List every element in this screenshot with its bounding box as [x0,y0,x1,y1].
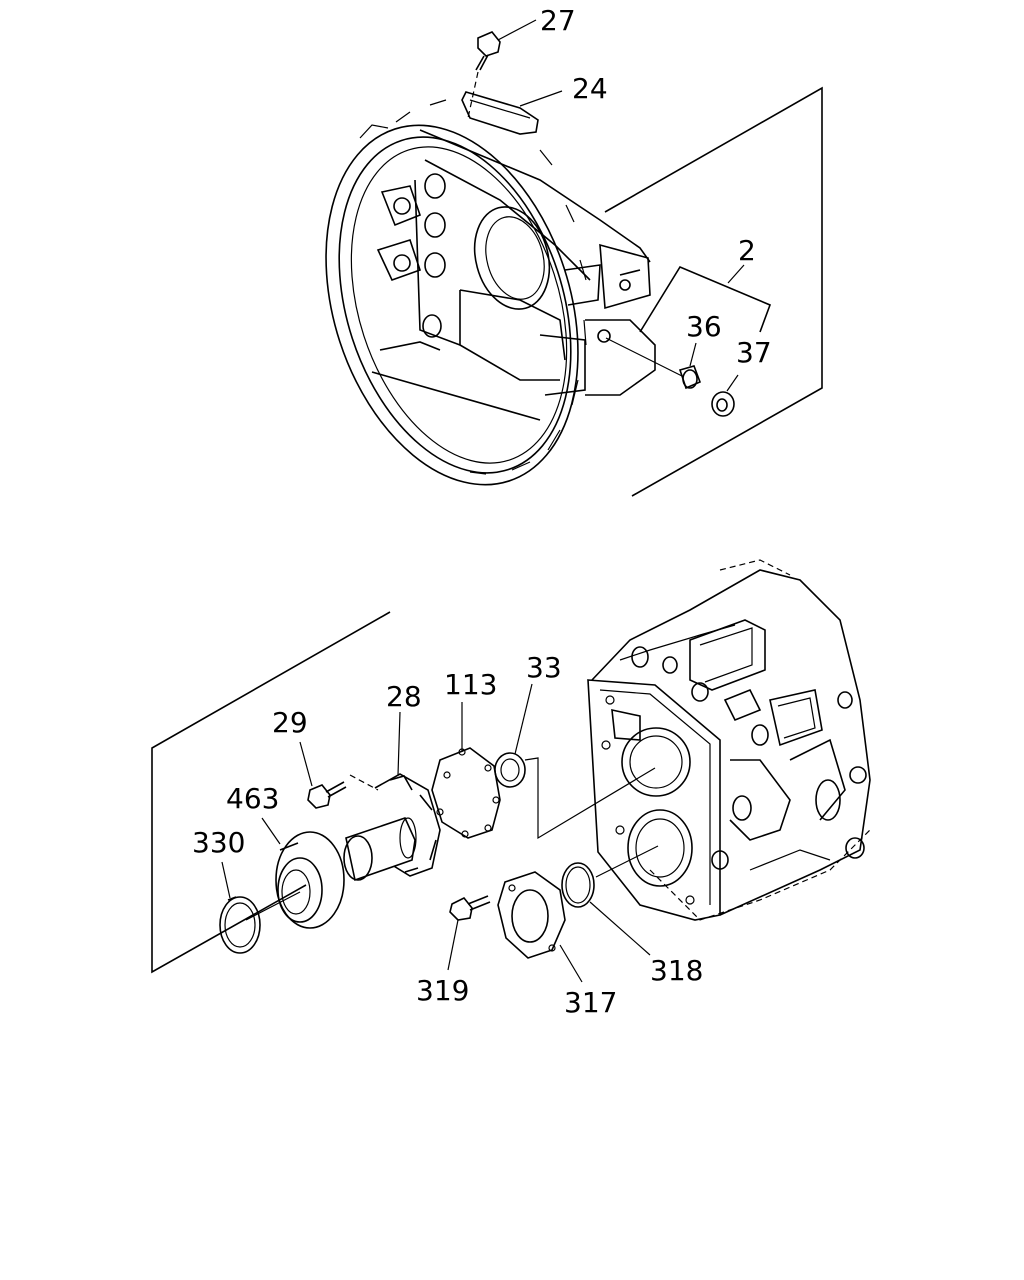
label-113: 113 [444,668,497,701]
bore-centerline-lower [595,845,659,878]
lower-bracket-frame [151,611,391,974]
leader-317 [559,944,583,983]
part-24-cover-plate [461,91,539,135]
leader-36 [689,342,697,367]
retainer-dash [349,774,379,791]
transmission-case-group [151,559,871,983]
label-2: 2 [738,234,756,267]
leader-33 [514,683,533,755]
leader-330 [221,861,231,899]
label-318: 318 [650,954,703,987]
leader-319 [447,919,459,971]
part-317-rear-cover [497,871,566,959]
leader-24 [519,90,563,107]
label-37: 37 [736,336,772,369]
label-33: 33 [526,651,562,684]
part-28-bearing-retainer [343,773,441,882]
label-319: 319 [416,974,469,1007]
clutch-housing [325,99,656,486]
leader-37 [726,374,739,392]
label-27: 27 [540,4,576,37]
part-27-bolt [467,31,501,119]
leader-318 [589,901,651,956]
part-29-bolt [307,781,347,809]
part-33-seal-ring [494,752,526,788]
part-37-nut [711,391,735,417]
housing-bracket-frame [604,86,823,497]
label-24: 24 [572,72,608,105]
leader-463 [261,817,281,845]
bore-centerline-upper [524,757,656,840]
seal-centerline [245,891,301,921]
callout-labels: 27 24 2 36 37 28 113 33 29 463 330 319 3… [192,4,772,1019]
part-318-o-ring [561,862,595,908]
label-29: 29 [272,706,308,739]
part-36-dowel-pin [605,337,702,390]
part-330-snap-ring [219,896,261,954]
leader-27 [497,19,537,41]
label-463: 463 [226,782,279,815]
label-330: 330 [192,826,245,859]
bracket-2 [639,265,772,333]
label-28: 28 [386,680,422,713]
part-319-bolt [449,895,491,921]
label-36: 36 [686,310,722,343]
leader-28 [397,711,401,776]
part-463-oil-seal [275,831,345,929]
transmission-case [587,559,871,921]
leader-29 [299,741,313,787]
clutch-housing-group [325,19,823,497]
leader-2 [727,264,745,284]
label-317: 317 [564,986,617,1019]
part-113-gasket [431,747,501,839]
